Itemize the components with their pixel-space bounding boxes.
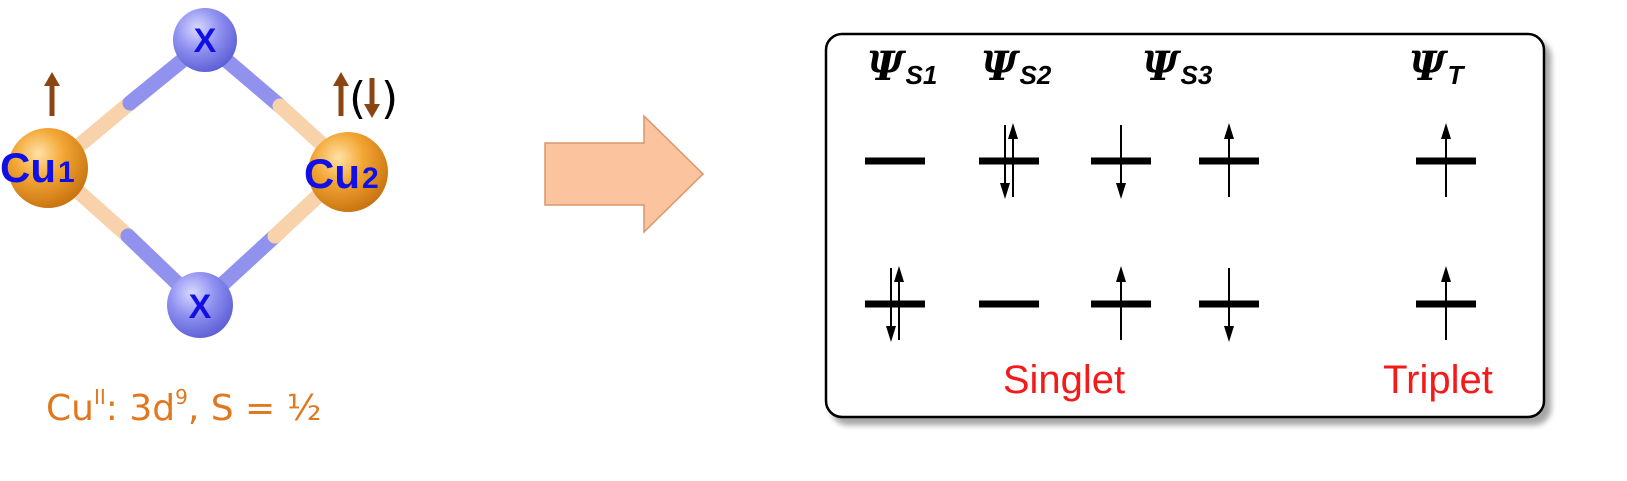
level-bar — [979, 157, 1039, 165]
atom-x-top: X — [173, 8, 237, 72]
level-s3a-upper — [1091, 125, 1151, 199]
level-s2-lower — [979, 300, 1039, 308]
level-s1-upper — [865, 157, 925, 165]
header-psi-t: ΨT — [1409, 43, 1466, 90]
atom-cu1-label: Cu1 — [0, 144, 75, 191]
electron-down-arrow-icon — [886, 268, 896, 342]
electron-down-arrow-icon — [1116, 125, 1126, 199]
cu2-paren-open: ( — [349, 73, 366, 124]
cu2-spin-alt-down-arrow-icon: ( ) — [349, 73, 398, 124]
level-s3b-upper — [1199, 123, 1259, 197]
singlet-label: Singlet — [1003, 358, 1125, 402]
level-bar — [865, 157, 925, 165]
level-s3a-lower — [1091, 266, 1151, 340]
states-panel: ΨS1 ΨS2 ΨS3 ΨT Singlet Triplet — [824, 32, 1546, 419]
level-s1-lower — [865, 266, 925, 342]
transition-arrow — [544, 114, 705, 234]
level-t-lower — [1416, 266, 1476, 340]
cu1-spin-up-arrow-icon — [44, 72, 60, 116]
molecule-model: X X Cu1 Cu2 ( ) — [0, 8, 398, 338]
electron-up-arrow-icon — [1441, 123, 1451, 197]
energy-levels — [865, 123, 1476, 342]
electron-up-arrow-icon — [1116, 266, 1126, 340]
cu2-paren-close: ) — [381, 73, 398, 124]
atom-cu1: Cu1 — [0, 128, 88, 208]
level-s2-upper — [979, 123, 1039, 199]
electron-config-caption: CuII: 3d9, S = ½ — [46, 385, 322, 429]
electron-up-arrow-icon — [1008, 123, 1018, 197]
triplet-label: Triplet — [1383, 358, 1493, 402]
electron-down-arrow-icon — [1224, 268, 1234, 342]
atom-x-top-label: X — [194, 22, 217, 60]
atom-x-bottom: X — [167, 272, 233, 338]
atom-cu2-label: Cu2 — [304, 150, 379, 197]
header-psi-s2: ΨS2 — [981, 43, 1052, 90]
cu2-spin-up-arrow-icon — [333, 72, 349, 116]
atom-cu2: Cu2 — [304, 132, 388, 212]
level-t-upper — [1416, 123, 1476, 197]
header-psi-s3: ΨS3 — [1142, 43, 1213, 90]
level-bar — [979, 300, 1039, 308]
electron-up-arrow-icon — [894, 266, 904, 340]
level-s3b-lower — [1199, 268, 1259, 342]
header-psi-s1: ΨS1 — [867, 43, 937, 90]
electron-up-arrow-icon — [1441, 266, 1451, 340]
atom-x-bottom-label: X — [189, 288, 212, 326]
electron-down-arrow-icon — [1000, 125, 1010, 199]
level-bar — [865, 300, 925, 308]
electron-up-arrow-icon — [1224, 123, 1234, 197]
